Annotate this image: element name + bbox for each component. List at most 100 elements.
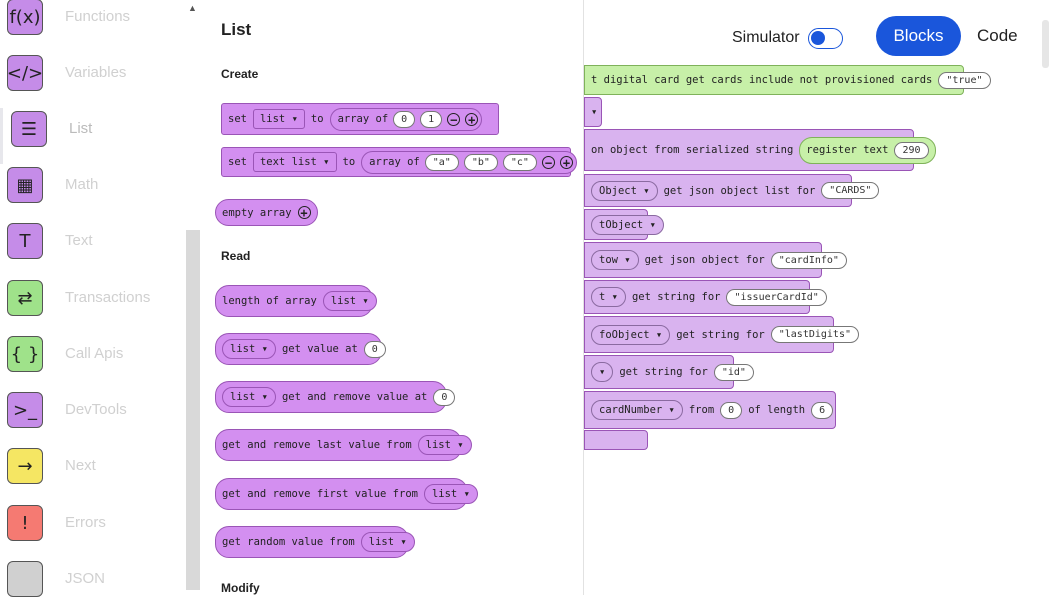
block-text: get json object list for [663,184,816,197]
array-of-block[interactable]: array of "a" "b" "c" − + [361,150,577,174]
array-of-block[interactable]: array of 0 1 − + [329,107,483,131]
value-input[interactable]: 6 [811,401,834,419]
workspace-block[interactable]: foObject ▾ get string for "lastDigits" [584,316,859,353]
block-text: array of [337,113,389,125]
simulator-toggle[interactable] [808,28,843,49]
block-text: length of array [222,295,317,307]
value-input[interactable]: "b" [463,153,498,171]
workspace-block[interactable]: ▾ [584,97,602,127]
variable-dropdown[interactable]: list ▾ [222,387,276,407]
scroll-thumb[interactable] [186,230,200,590]
variable-dropdown[interactable]: tow ▾ [591,250,639,270]
register-text-block[interactable]: register text 290 [799,136,936,164]
category-devtools[interactable]: >_DevTools [0,389,186,445]
minus-icon[interactable]: − [447,112,461,126]
error-icon: ! [7,505,43,541]
workspace-scrollbar[interactable] [1042,20,1049,68]
block-text: to [310,113,324,125]
get-and-remove-first-block[interactable]: get and remove first value from list ▾ [215,478,478,510]
block-text: array of [369,156,420,168]
value-input[interactable]: "issuerCardId" [726,288,827,306]
variable-dropdown[interactable]: cardNumber ▾ [591,400,683,420]
workspace-block[interactable]: ▾ get string for "id" [584,355,754,389]
get-random-value-block[interactable]: get random value from list ▾ [215,526,415,558]
blocks-tab-button[interactable]: Blocks [876,16,961,56]
category-json[interactable]: JSON [0,558,186,614]
plus-icon[interactable]: + [297,206,311,220]
json-icon [7,561,43,597]
workspace-block[interactable]: Object ▾ get json object list for "CARDS… [584,174,880,207]
variable-dropdown[interactable]: t ▾ [591,287,626,307]
value-input[interactable]: "true" [938,71,991,89]
length-of-array-block[interactable]: length of array list ▾ [215,285,377,317]
workspace-block[interactable]: on object from serialized string registe… [584,129,936,171]
value-input[interactable]: "lastDigits" [770,326,859,343]
category-label: Variables [65,64,127,81]
variable-dropdown[interactable]: ▾ [591,362,614,382]
get-and-remove-value-at-block[interactable]: list ▾ get and remove value at 0 [215,381,456,413]
variable-dropdown[interactable]: list ▾ [252,109,305,129]
value-input[interactable]: "id" [713,363,754,381]
category-errors[interactable]: !Errors [0,502,186,558]
category-label: Next [65,457,96,474]
block-text: get and remove first value from [222,488,418,500]
variable-dropdown[interactable]: list ▾ [423,484,478,504]
get-and-remove-last-block[interactable]: get and remove last value from list ▾ [215,429,472,461]
category-variables[interactable]: </>Variables [0,52,186,108]
plus-icon[interactable]: + [559,155,573,169]
value-input[interactable]: 0 [363,340,386,358]
category-call-apis[interactable]: { }Call Apis [0,333,186,389]
workspace-block[interactable]: cardNumber ▾ from 0 of length 6 [584,391,836,429]
minus-icon[interactable]: − [541,155,555,169]
variable-dropdown[interactable]: list ▾ [360,532,415,552]
category-transactions[interactable]: ⇄Transactions [0,277,186,333]
code-tab-button[interactable]: Code [977,26,1018,45]
value-input[interactable]: 0 [433,388,456,406]
block-text: empty array [222,206,292,219]
variable-dropdown[interactable]: text list ▾ [252,152,337,172]
block-text: register text [806,144,889,156]
empty-array-block[interactable]: empty array + [215,199,318,226]
plus-icon[interactable]: + [465,112,479,126]
arrow-right-icon: → [7,448,43,484]
variable-dropdown[interactable]: list ▾ [417,435,472,455]
value-input[interactable]: 290 [894,141,929,159]
workspace[interactable]: t digital card get cards include not pro… [584,0,1049,595]
workspace-block[interactable]: tow ▾ get json object for "cardInfo" [584,242,847,278]
variable-dropdown[interactable]: tObject ▾ [591,214,664,235]
get-value-at-block[interactable]: list ▾ get value at 0 [215,333,386,365]
value-input[interactable]: 1 [420,110,443,128]
category-math[interactable]: ▦Math [0,164,186,220]
variable-dropdown[interactable]: ▾ [591,106,598,118]
variable-dropdown[interactable]: foObject ▾ [591,324,671,345]
section-read: Read [221,249,251,263]
block-text: of length [748,404,806,416]
value-input[interactable]: "a" [424,153,459,171]
scroll-up-icon[interactable]: ▲ [188,3,197,13]
workspace-block[interactable]: tObject ▾ [584,209,664,240]
block-text: on object from serialized string [591,144,794,156]
variable-dropdown[interactable]: list ▾ [222,339,276,359]
value-input[interactable]: "CARDS" [821,182,880,199]
block-text: get string for [619,366,708,378]
variable-dropdown[interactable]: list ▾ [322,291,377,311]
category-list[interactable]: ☰List [0,108,186,164]
workspace-block[interactable]: t ▾ get string for "issuerCardId" [584,280,827,314]
value-input[interactable]: "cardInfo" [770,251,847,269]
block-text: get value at [281,343,358,355]
category-label: DevTools [65,401,127,418]
variable-dropdown[interactable]: Object ▾ [591,180,658,201]
value-input[interactable]: 0 [720,401,743,419]
workspace-block[interactable]: t digital card get cards include not pro… [584,65,991,95]
set-text-list-block[interactable]: set text list ▾ to array of "a" "b" "c" … [221,147,577,177]
category-functions[interactable]: f(x)Functions [0,0,186,52]
value-input[interactable]: 0 [393,110,416,128]
section-create: Create [221,67,259,81]
set-list-block[interactable]: set list ▾ to array of 0 1 − + [221,103,499,135]
value-input[interactable]: "c" [502,153,537,171]
workspace-block[interactable] [584,430,648,450]
category-next[interactable]: → Next [0,445,186,501]
flyout-scrollbar[interactable]: ▲ [186,0,201,595]
